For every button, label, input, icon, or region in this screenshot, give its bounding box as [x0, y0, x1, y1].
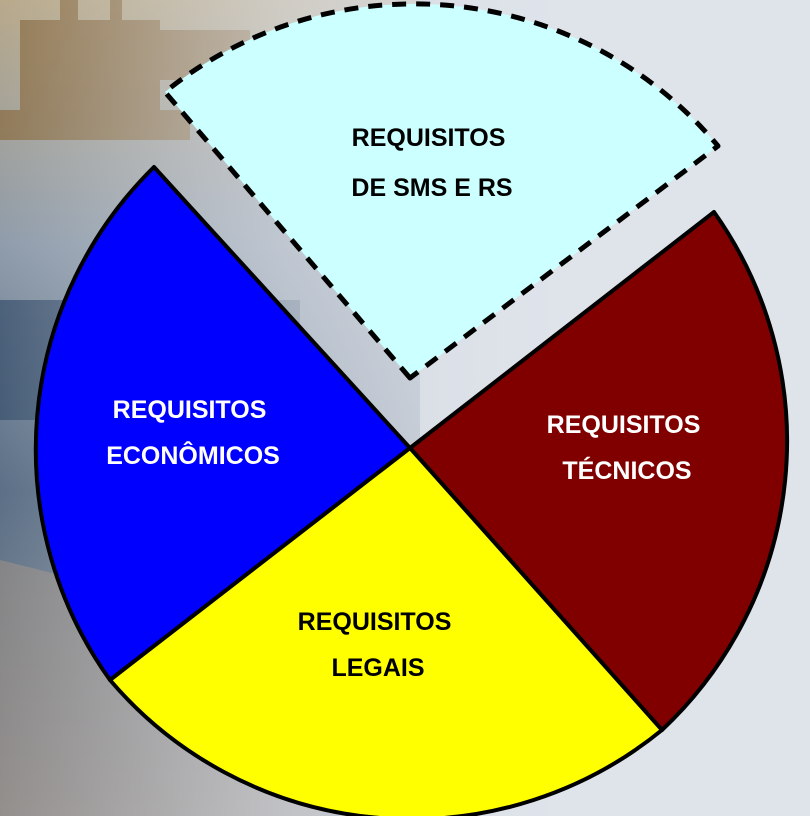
label-tecnicos-line2: TÉCNICOS [562, 456, 691, 485]
segment-legais [108, 446, 664, 816]
label-sms-line2: DE SMS E RS [351, 174, 512, 202]
segment-tecnicos [408, 210, 790, 732]
label-sms-line1: REQUISITOS [352, 124, 506, 152]
label-economicos-line2: ECONÔMICOS [106, 440, 280, 470]
label-economicos-line1: REQUISITOS [113, 396, 267, 424]
label-tecnicos: REQUISITOS TÉCNICOS [547, 411, 708, 485]
segment-sms [162, 1, 721, 381]
label-legais: REQUISITOS LEGAIS [298, 608, 459, 682]
label-sms: REQUISITOS DE SMS E RS [351, 124, 512, 202]
label-legais-line1: REQUISITOS [298, 608, 452, 636]
label-tecnicos-line1: REQUISITOS [547, 411, 701, 439]
segment-economicos [33, 165, 412, 682]
label-economicos: REQUISITOS ECONÔMICOS [106, 396, 280, 470]
label-legais-line2: LEGAIS [331, 654, 424, 682]
